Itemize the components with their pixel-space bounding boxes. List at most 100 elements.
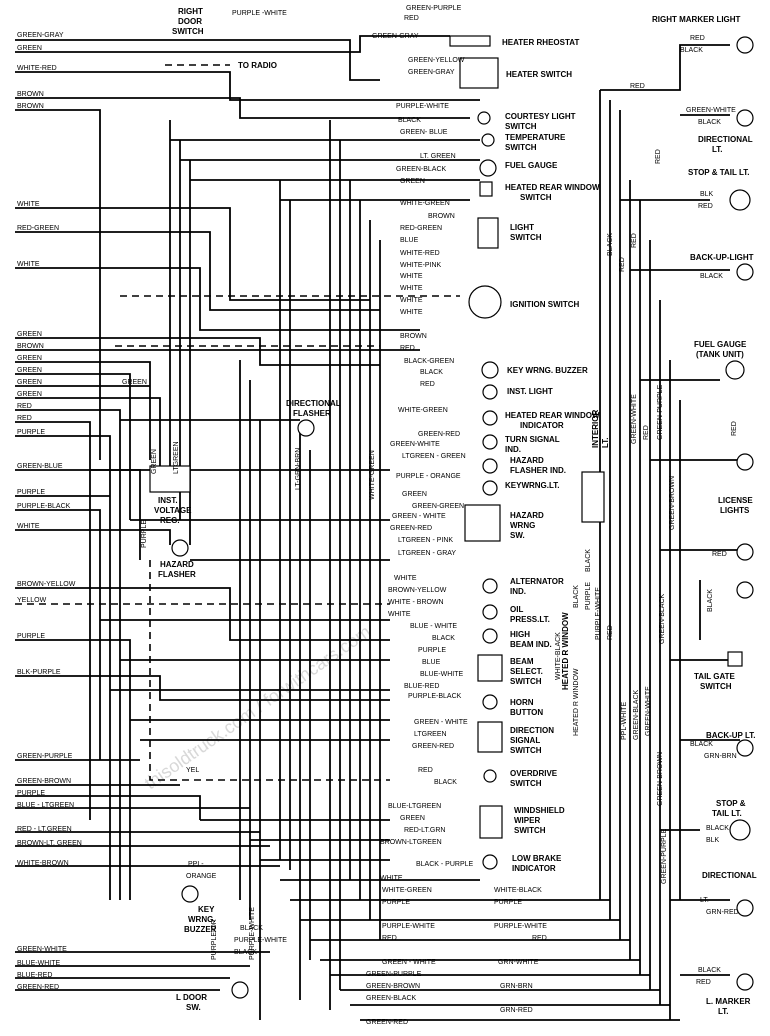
left-wire-label: RED xyxy=(17,403,32,410)
wire-label: GREEN - WHITE xyxy=(392,513,446,520)
component-label: FLASHER xyxy=(293,409,331,418)
wire-label: GREEN-RED xyxy=(412,743,454,750)
wire-label: ORANGE xyxy=(186,873,217,880)
wire-label: PURPLE-BLACK xyxy=(408,693,462,700)
wire-label: WHITE-BLACK xyxy=(555,632,562,680)
left-wire-label: WHITE xyxy=(17,523,40,530)
component-label: SIGNAL xyxy=(510,736,540,745)
wire-label: LTGREEN - PINK xyxy=(398,537,453,544)
wire-label: GREEN-WHITE xyxy=(631,394,638,444)
wire-label: WHITE-GREEN xyxy=(398,407,448,414)
component-label: HEATED R WINDOW xyxy=(561,612,570,690)
wire-label: GREEN-RED xyxy=(366,1019,408,1026)
wire-label: PPL-WHITE xyxy=(621,702,628,740)
component-label: SWITCH xyxy=(514,826,546,835)
wire-label: RED xyxy=(619,257,626,272)
wire-label: RED xyxy=(696,979,711,986)
component-label: FLASHER IND. xyxy=(510,466,566,475)
component-label: HEATER RHEOSTAT xyxy=(502,38,579,47)
heated-rear-switch-symbol xyxy=(479,181,493,197)
component-label: TEMPERATURE xyxy=(505,133,566,142)
component-label: COURTESY LIGHT xyxy=(505,112,576,121)
wire-label: RED xyxy=(420,381,435,388)
left-wire-label: BROWN-LT. GREEN xyxy=(17,840,82,847)
component-label: BEAM IND. xyxy=(510,640,552,649)
wire-label: BLACK xyxy=(240,925,263,932)
component-label: OIL xyxy=(510,605,523,614)
wire-label: GRN-BRN xyxy=(704,753,737,760)
left-wire-label: GREEN-GRAY xyxy=(17,32,64,39)
right-marker-symbol xyxy=(736,36,754,54)
wire-label: LT. xyxy=(700,897,709,904)
wire-label: GREEN-BROWN xyxy=(366,983,420,990)
wire-label: BLUE xyxy=(400,237,419,244)
component-label: HEATER SWITCH xyxy=(506,70,572,79)
wire-label: PURPLE-WHITE xyxy=(494,923,547,930)
hazard-switch-symbol xyxy=(464,504,501,542)
wire-label: BROWN-LTGREEN xyxy=(380,839,442,846)
component-label: SWITCH xyxy=(172,27,204,36)
component-label: INDICATOR xyxy=(520,421,564,430)
tailgate-switch-symbol xyxy=(727,651,743,667)
component-label: SW. xyxy=(186,1003,201,1012)
wire-label: GREEN-PURPLE xyxy=(406,5,462,12)
component-label: KEYWRNG.LT. xyxy=(505,481,560,490)
component-label: (TANK UNIT) xyxy=(696,350,744,359)
wire-label: BLACK xyxy=(698,119,721,126)
wire-label: GREEN-RED xyxy=(390,525,432,532)
component-label: TURN SIGNAL xyxy=(505,435,560,444)
component-label: DIRECTIONAL xyxy=(702,871,757,880)
wire-color-labels: PURPLE -WHITE GREEN-GRAY GREEN-YELLOW GR… xyxy=(122,5,739,1026)
backup-light-symbol xyxy=(736,263,754,281)
left-wire-label: BLUE-WHITE xyxy=(17,960,61,967)
wire-label: GRN-WHITE xyxy=(498,959,539,966)
left-wire-label: GREEN-WHITE xyxy=(17,946,67,953)
component-label: IGNITION SWITCH xyxy=(510,300,580,309)
wire-label: GRN-BRN xyxy=(500,983,533,990)
component-label: LT. xyxy=(601,437,610,448)
left-wire-label: RED - LT.GREEN xyxy=(17,826,72,833)
wire-label: WHITE xyxy=(400,297,423,304)
backup-lt-2-symbol xyxy=(736,739,754,757)
wire-label: BLUE-WHITE xyxy=(420,671,464,678)
left-wire-label: GREEN xyxy=(17,355,42,362)
component-label: LOW BRAKE xyxy=(512,854,562,863)
wire-label: WHITE xyxy=(400,285,423,292)
wire-label: PURPLE-WHITE xyxy=(234,937,287,944)
wire-label: YEL xyxy=(186,767,199,774)
wire-label: WHITE-PINK xyxy=(400,262,442,269)
fuel-gauge-symbol xyxy=(479,159,497,177)
wire-label: WHITE - BROWN xyxy=(388,599,444,606)
component-label: TAIL LT. xyxy=(712,809,742,818)
wire-label: PPL- xyxy=(188,861,204,868)
component-symbols xyxy=(149,35,754,999)
beam-select-symbol xyxy=(477,654,503,682)
component-label: SWITCH xyxy=(505,122,537,131)
wire-label: GRN-RED xyxy=(500,1007,533,1014)
wire-label: BLACK xyxy=(420,369,443,376)
heater-rheostat-symbol xyxy=(449,35,491,47)
wire-label: RED-LT.GRN xyxy=(404,827,445,834)
left-wire-label: BROWN-YELLOW xyxy=(17,581,76,588)
left-wire-label: WHITE-BROWN xyxy=(17,860,69,867)
left-wire-label: WHITE-RED xyxy=(17,65,57,72)
temperature-switch-symbol xyxy=(481,133,495,147)
wire-label: PURPLE-WHITE xyxy=(595,587,602,640)
high-beam-symbol xyxy=(482,628,498,644)
wire-label: PURPLE-OR xyxy=(211,919,218,960)
component-label: INST. xyxy=(158,496,178,505)
component-label: BUTTON xyxy=(510,708,543,717)
wire-label: BLK xyxy=(706,837,720,844)
wire-label: RED xyxy=(607,625,614,640)
key-warning-lt-symbol xyxy=(482,480,498,496)
wire-label: LT-GRN-BRN xyxy=(295,448,302,490)
wire-label: BLACK - PURPLE xyxy=(416,861,474,868)
directional-2-symbol xyxy=(736,899,754,917)
wire-label: WHITE-RED xyxy=(400,250,440,257)
component-label: SWITCH xyxy=(510,233,542,242)
left-wire-label: PURPLE-BLACK xyxy=(17,503,71,510)
wire-label: GREEN-WHITE xyxy=(390,441,440,448)
license-light-1-symbol xyxy=(736,453,754,471)
wire-label: PURPLE-WHITE xyxy=(382,923,435,930)
component-label: L DOOR xyxy=(176,993,207,1002)
